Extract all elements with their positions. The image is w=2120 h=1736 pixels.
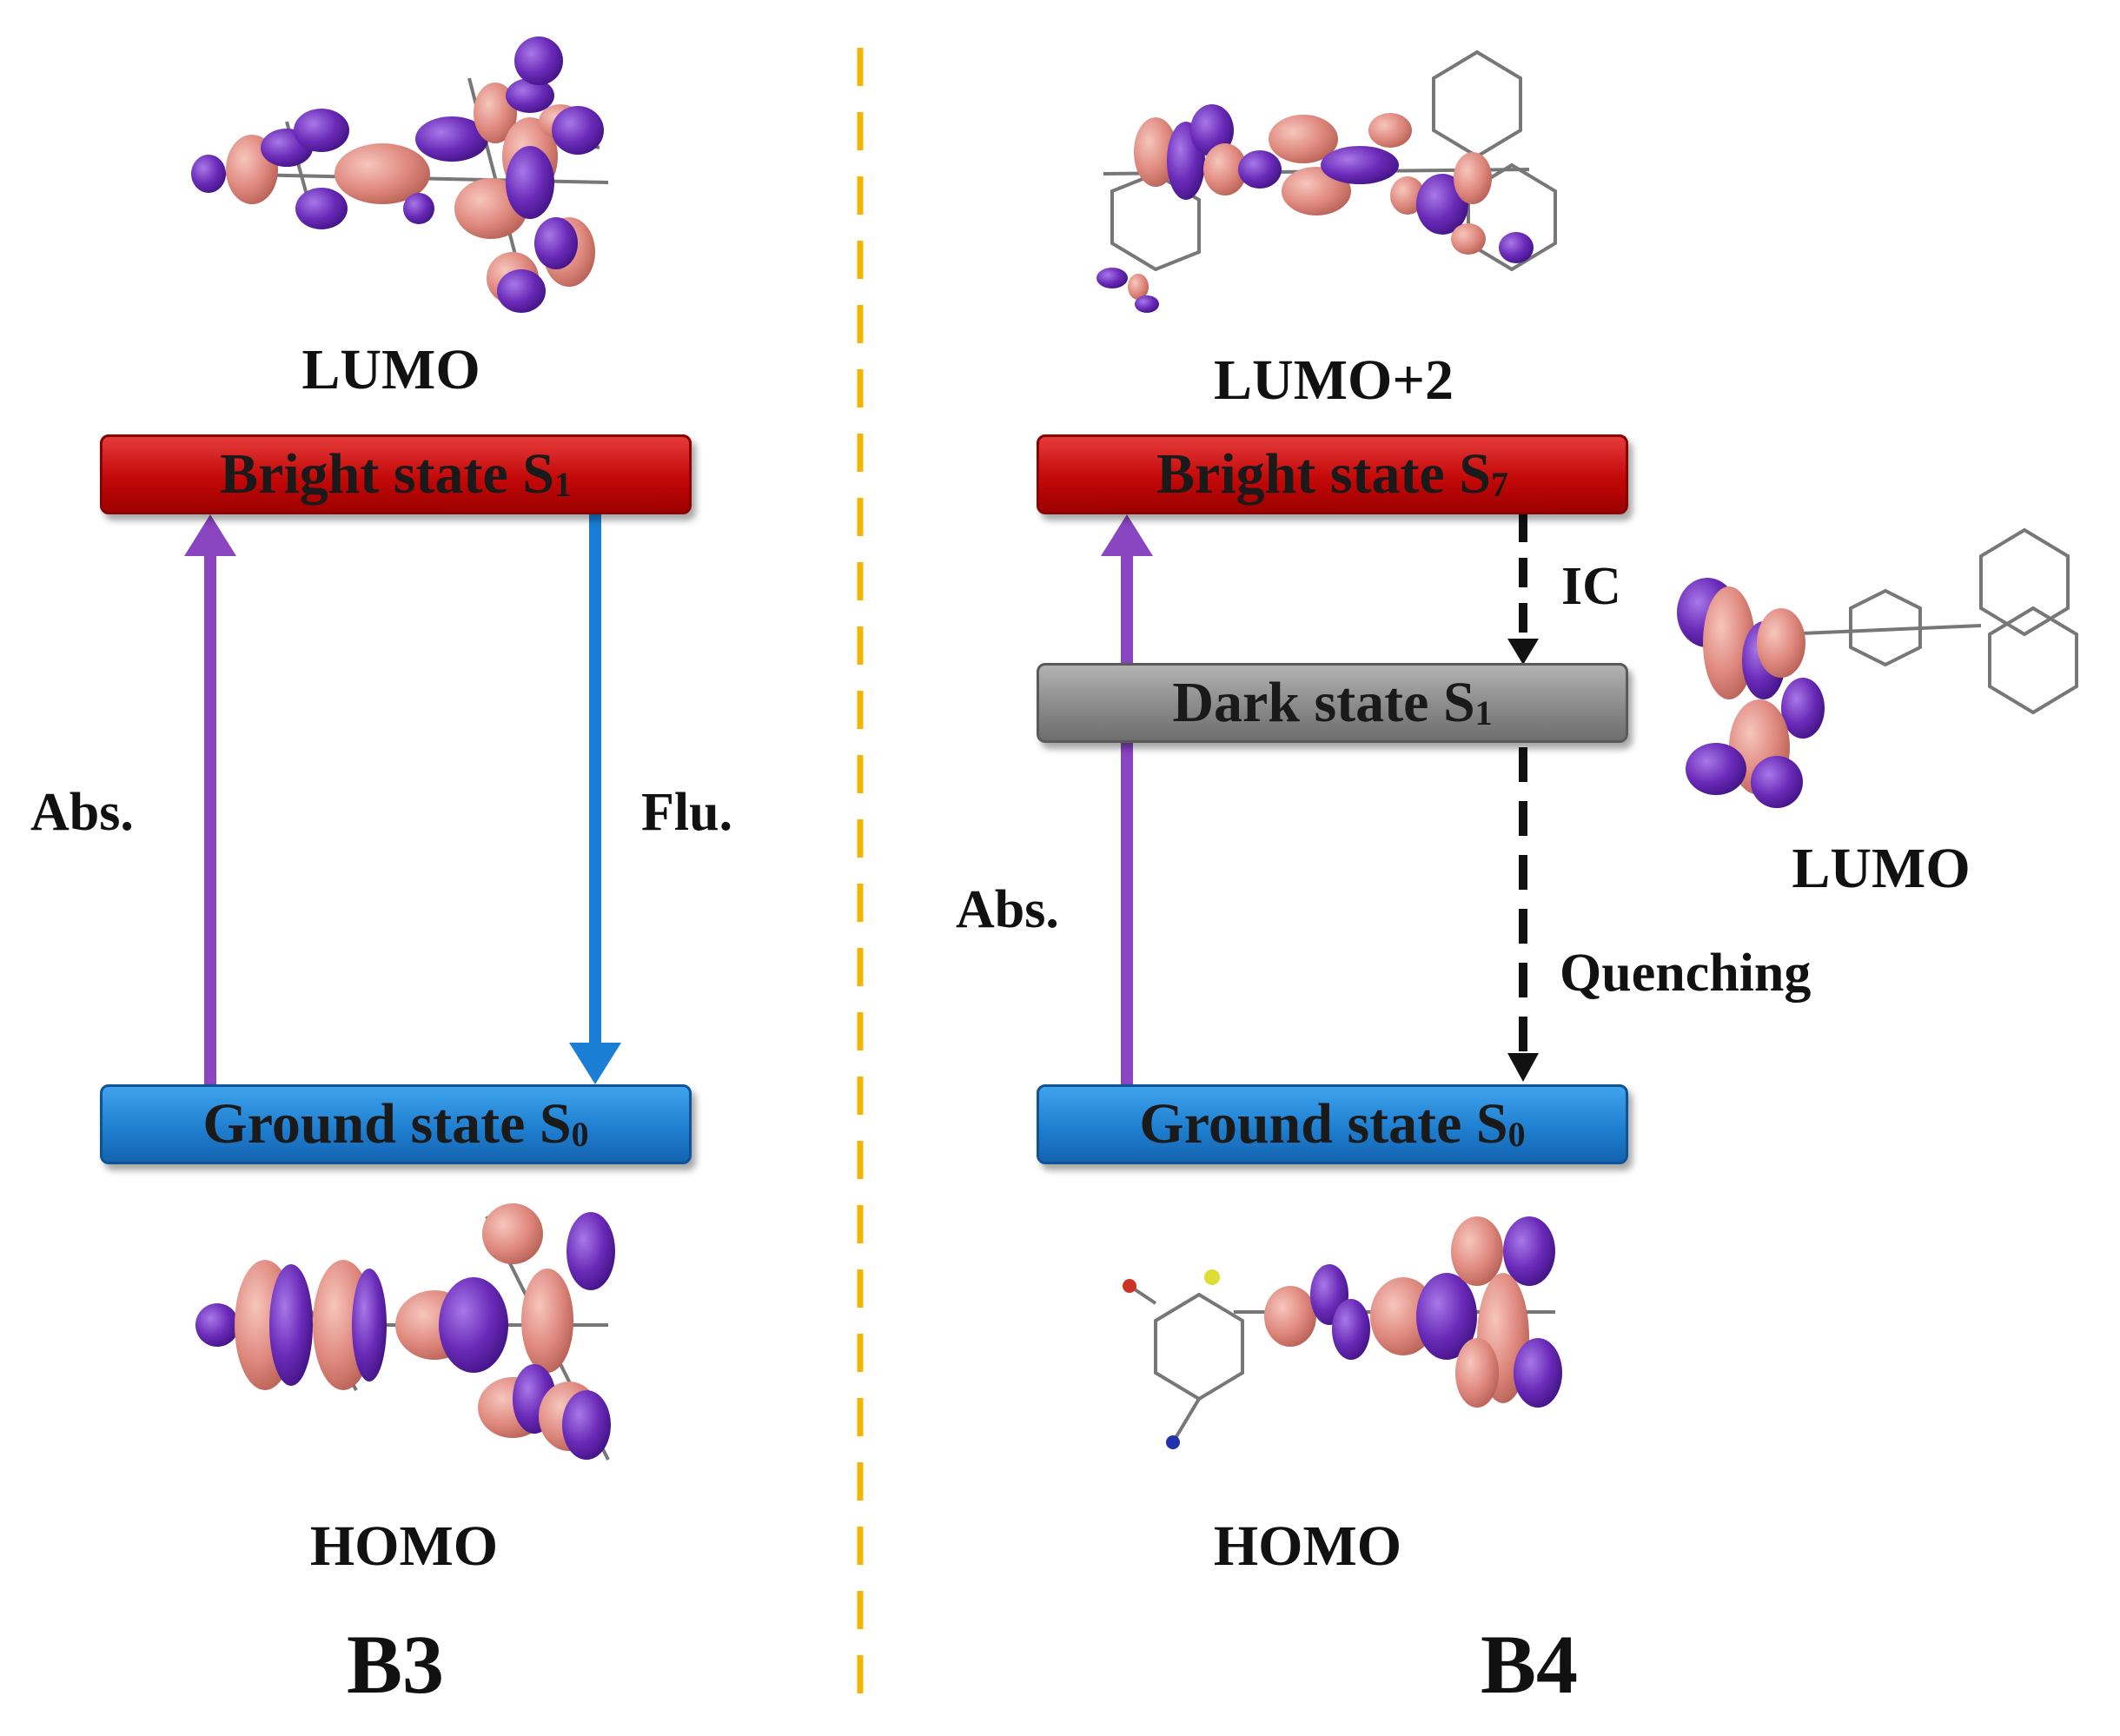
b3-homo-orbital-image [195, 1203, 615, 1461]
b4-homo-orbital-image [1123, 1216, 1562, 1449]
b4-absorption-arrow [1101, 514, 1153, 1084]
b3-lumo-label: LUMO [301, 338, 480, 401]
b3-lumo-orbital-image [191, 36, 609, 313]
b3-fluorescence-label: Flu. [641, 783, 733, 842]
b4-quenching-arrow [1507, 747, 1539, 1082]
b4-lumo-orbital-image [1677, 527, 2078, 808]
b3-fluorescence-arrow [569, 513, 621, 1084]
b4-lumo2-orbital-image [1096, 50, 1557, 313]
b3-homo-label: HOMO [309, 1514, 499, 1578]
b3-absorption-arrow [184, 514, 236, 1084]
b3-ground-state-bar: Ground state S0 [100, 1084, 692, 1164]
b4-panel-label: B4 [1480, 1618, 1579, 1711]
b3-bright-state-bar: Bright state S1 [100, 434, 692, 514]
b4-ground-state-text: Ground state S0 [1139, 1092, 1526, 1156]
b4-lumo-label: LUMO [1792, 837, 1971, 900]
b4-dark-state-bar: Dark state S1 [1037, 663, 1628, 743]
b4-lumo2-label: LUMO+2 [1214, 348, 1454, 412]
b3-absorption-label: Abs. [30, 783, 134, 842]
b4-absorption-label: Abs. [956, 880, 1059, 939]
b3-ground-state-text: Ground state S0 [202, 1092, 589, 1156]
b4-ic-label: IC [1561, 557, 1621, 616]
b4-quenching-label: Quenching [1560, 944, 1812, 1003]
b4-bright-state-text: Bright state S7 [1156, 442, 1508, 506]
b4-ic-arrow [1507, 513, 1539, 665]
b4-homo-label: HOMO [1213, 1514, 1402, 1578]
b3-panel-label: B3 [346, 1618, 445, 1711]
b4-dark-state-text: Dark state S1 [1172, 671, 1493, 734]
b4-ground-state-bar: Ground state S0 [1037, 1084, 1628, 1164]
b3-bright-state-text: Bright state S1 [220, 442, 572, 506]
b4-bright-state-bar: Bright state S7 [1037, 434, 1628, 514]
